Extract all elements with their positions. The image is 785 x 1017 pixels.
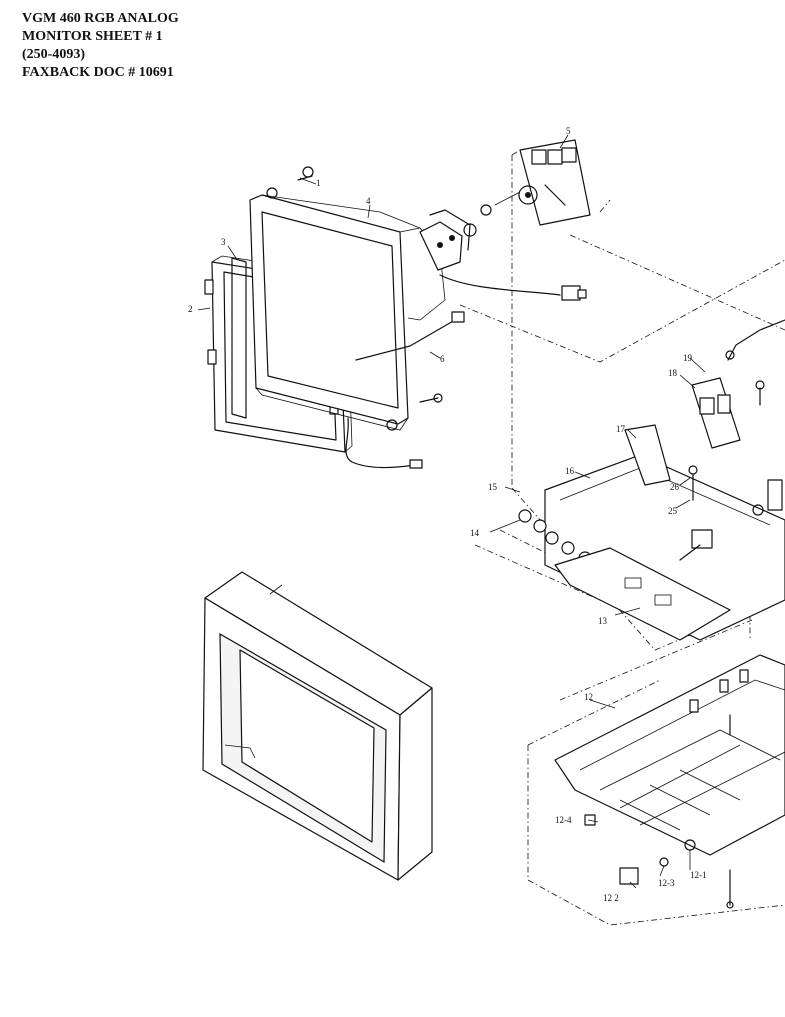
document-header: VGM 460 RGB ANALOG MONITOR SHEET # 1 (25… <box>22 10 179 82</box>
title-line-sheet: MONITOR SHEET # 1 <box>22 29 163 44</box>
title-line-part-number: (250-4093) <box>22 47 85 62</box>
callout-6: 6 <box>440 354 445 364</box>
base-tray <box>554 654 785 909</box>
callout-leaders <box>197 134 706 889</box>
crt-assembly <box>204 166 587 469</box>
callout-14: 14 <box>470 528 480 538</box>
callout-13: 13 <box>598 616 608 626</box>
screw-icon <box>302 166 314 178</box>
callout-3: 3 <box>221 237 226 247</box>
callout-17: 17 <box>616 424 626 434</box>
callout-12-1: 12-1 <box>690 870 707 880</box>
callout-12-3: 12-3 <box>658 878 675 888</box>
callout-1: 1 <box>316 178 321 188</box>
callout-18: 18 <box>668 368 678 378</box>
callout-2: 2 <box>188 304 193 314</box>
control-panel-board <box>554 547 731 641</box>
main-chassis-board <box>518 319 785 641</box>
callout-12-2: 12 2 <box>603 893 619 903</box>
neck-board <box>480 139 591 226</box>
callout-26: 26 <box>670 482 680 492</box>
callout-5: 5 <box>566 126 571 136</box>
title-line-faxback-doc: FAXBACK DOC # 10691 <box>22 65 174 80</box>
callout-labels: 1 2 3 4 5 6 12 12-1 12 2 12-3 12-4 13 14… <box>188 126 707 903</box>
callout-16: 16 <box>565 466 575 476</box>
callout-25: 25 <box>668 506 678 516</box>
bracket-part-17 <box>624 424 671 486</box>
title-line-model: VGM 460 RGB ANALOG <box>22 11 179 26</box>
callout-12: 12 <box>584 692 593 702</box>
front-bezel <box>202 571 433 881</box>
callout-19: 19 <box>683 353 693 363</box>
callout-12-4: 12-4 <box>555 815 572 825</box>
callout-4: 4 <box>366 196 371 206</box>
callout-15: 15 <box>488 482 498 492</box>
